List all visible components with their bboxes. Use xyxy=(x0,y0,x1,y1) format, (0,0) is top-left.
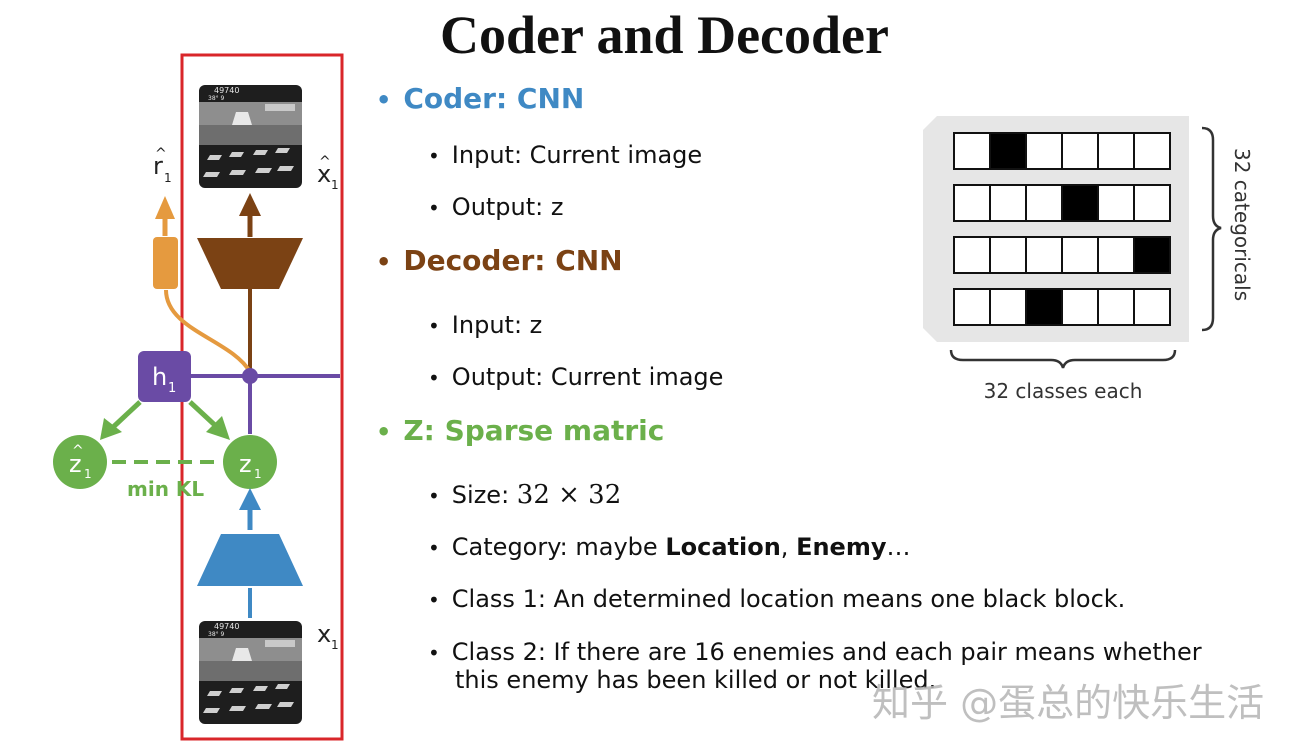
reward-arrow-icon xyxy=(155,196,175,219)
matrix-cell-active xyxy=(1025,288,1063,326)
rows-brace-icon xyxy=(1201,126,1222,332)
encoder-arrow-icon xyxy=(239,488,261,510)
matrix-cell xyxy=(1133,184,1171,222)
r-hat-label: r xyxy=(153,152,163,180)
matrix-cell xyxy=(1025,184,1063,222)
bullet-dot-icon: • xyxy=(428,536,440,560)
bullet-coder: •Coder: CNN xyxy=(376,82,585,115)
bullet-decoder: •Decoder: CNN xyxy=(376,244,623,277)
decoder-arrow-icon xyxy=(239,193,261,216)
bullet-category: •Category: maybe Location, Enemy… xyxy=(428,533,911,561)
matrix-cell xyxy=(989,184,1027,222)
x-label: x xyxy=(317,620,331,648)
svg-text:h: h xyxy=(152,363,167,391)
matrix-cell xyxy=(1133,132,1171,170)
z-hat-node xyxy=(53,435,107,489)
svg-text:z: z xyxy=(69,450,82,478)
bullet-dot-icon: • xyxy=(428,196,440,220)
state-node xyxy=(242,368,258,384)
bullet-dot-icon: • xyxy=(376,248,392,276)
matrix-cell xyxy=(953,288,991,326)
matrix-cell xyxy=(1061,288,1099,326)
matrix-cell xyxy=(953,236,991,274)
matrix-cell-active xyxy=(989,132,1027,170)
bullet-dot-icon: • xyxy=(428,484,440,508)
input-frame: 49740 38° 9 xyxy=(199,621,302,724)
size-value: 32 × 32 xyxy=(516,480,622,510)
svg-text:38° 9: 38° 9 xyxy=(208,95,225,102)
matrix-cell xyxy=(1097,132,1135,170)
svg-text:z: z xyxy=(239,450,252,478)
hat-icon: ^ xyxy=(155,146,167,162)
bullet-decoder-output: •Output: Current image xyxy=(428,363,724,391)
bullet-class2: •Class 2: If there are 16 enemies and ea… xyxy=(428,638,1202,694)
bullet-size: •Size: 32 × 32 xyxy=(428,480,622,510)
bullet-class1: •Class 1: An determined location means o… xyxy=(428,585,1126,613)
matrix-cell xyxy=(1025,236,1063,274)
matrix-cell xyxy=(1061,132,1099,170)
decoder-trapezoid xyxy=(197,238,303,289)
slide-title: Coder and Decoder xyxy=(440,5,889,65)
watermark: 知乎 @蛋总的快乐生活 xyxy=(872,681,1265,725)
bullet-dot-icon: • xyxy=(428,641,440,665)
matrix-cell xyxy=(1097,288,1135,326)
svg-text:38° 9: 38° 9 xyxy=(208,631,225,638)
categorical-matrix: 32 categoricals 32 classes each xyxy=(923,116,1254,403)
matrix-cell-active xyxy=(1061,184,1099,222)
matrix-cell xyxy=(953,132,991,170)
prior-arrow-icon xyxy=(100,418,122,440)
encoder-trapezoid xyxy=(197,534,303,586)
h-state-box xyxy=(138,351,191,402)
bullet-dot-icon: • xyxy=(428,314,440,338)
bullet-decoder-input: •Input: z xyxy=(428,311,543,339)
bullet-dot-icon: • xyxy=(428,144,440,168)
svg-text:1: 1 xyxy=(254,467,262,481)
bullet-z: •Z: Sparse matric xyxy=(376,414,665,447)
matrix-cell xyxy=(989,236,1027,274)
bullet-coder-output: •Output: z xyxy=(428,193,564,221)
matrix-cell xyxy=(1097,184,1135,222)
matrix-cells xyxy=(953,132,1171,326)
bullet-dot-icon: • xyxy=(428,588,440,612)
cols-brace-icon xyxy=(949,349,1177,369)
min-kl-label: min KL xyxy=(127,477,204,501)
cols-label: 32 classes each xyxy=(984,379,1143,403)
svg-text:49740: 49740 xyxy=(214,86,239,95)
matrix-cell xyxy=(989,288,1027,326)
z-node xyxy=(223,435,277,489)
reconstructed-frame: 49740 38° 9 xyxy=(199,85,302,188)
svg-text:49740: 49740 xyxy=(214,622,239,631)
bullet-dot-icon: • xyxy=(376,418,392,446)
matrix-cell xyxy=(953,184,991,222)
x-hat-label: x xyxy=(317,160,331,188)
matrix-cell xyxy=(1025,132,1063,170)
bullet-coder-input: •Input: Current image xyxy=(428,141,703,169)
svg-text:1: 1 xyxy=(331,638,339,652)
rows-label: 32 categoricals xyxy=(1230,148,1254,301)
matrix-cell xyxy=(1097,236,1135,274)
hat-icon: ^ xyxy=(319,154,331,170)
matrix-cell-active xyxy=(1133,236,1171,274)
matrix-cell xyxy=(1061,236,1099,274)
svg-text:1: 1 xyxy=(331,178,339,192)
svg-text:1: 1 xyxy=(164,171,172,185)
category-enemy: Enemy xyxy=(796,533,887,561)
svg-text:1: 1 xyxy=(168,381,176,396)
hat-icon: ^ xyxy=(72,443,84,459)
architecture-diagram: 49740 38° 9 49740 38° 9 xyxy=(53,53,344,741)
posterior-arrow-icon xyxy=(206,416,230,440)
matrix-cell xyxy=(1133,288,1171,326)
bullet-dot-icon: • xyxy=(376,86,392,114)
reward-head xyxy=(153,237,178,289)
matrix-panel xyxy=(923,116,1189,342)
bullet-dot-icon: • xyxy=(428,366,440,390)
category-location: Location xyxy=(665,533,781,561)
svg-text:1: 1 xyxy=(84,467,92,481)
